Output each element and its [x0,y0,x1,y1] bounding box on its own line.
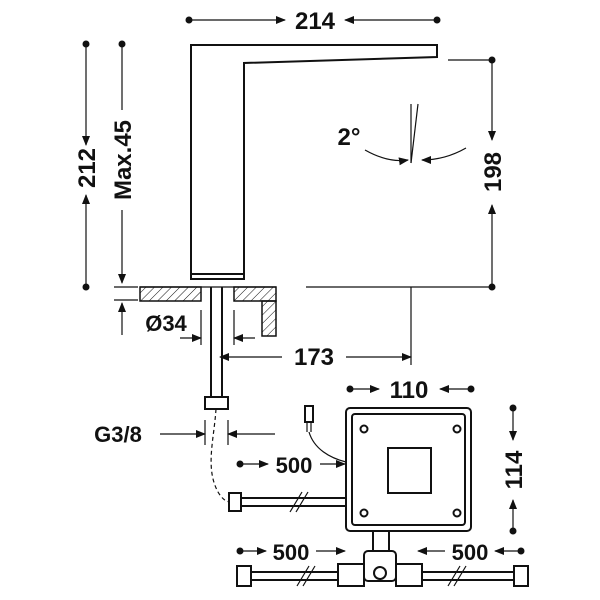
dim-box-height-label: 114 [501,450,528,489]
flex-hose [210,408,237,503]
faucet-outline [190,44,438,280]
countertop-section [139,286,277,337]
dim-reach-label: 173 [294,344,334,371]
dim-height-198: 198 [306,56,507,291]
dim-cable-label: 500 [276,453,313,478]
dim-deck-max45: Max.45 [110,40,138,335]
dim-width-214: 214 [185,8,441,35]
dim-cable-500: 500 [236,453,346,478]
hose-fitting-left [228,491,355,513]
dim-diameter-34: Ø34 [145,310,255,345]
dim-width-label: 214 [295,8,336,35]
dim-box-width-label: 110 [390,377,429,404]
dim-height-212: 212 [74,40,101,291]
mounting-stem [204,287,229,410]
dim-hose-left-label: 500 [273,540,310,565]
dim-hose-right-500: 500 [417,540,525,565]
dim-spout-label: 198 [480,152,507,192]
control-box [345,407,472,532]
dim-reach-173: 173 [219,287,412,371]
dim-thread-label: G3/8 [94,422,142,447]
dim-height-label: 212 [74,148,101,188]
valve-body [236,530,529,587]
dim-box-height-114: 114 [501,404,528,535]
dim-angle-2deg: 2° [338,103,467,166]
dim-angle-label: 2° [338,124,361,151]
dim-box-width-110: 110 [346,377,475,404]
dim-thread-g38: G3/8 [94,420,275,447]
dim-hose-right-label: 500 [452,540,489,565]
dim-diameter-label: Ø34 [145,311,187,336]
dim-hose-left-500: 500 [236,540,346,565]
dim-deck-label: Max.45 [110,120,137,200]
